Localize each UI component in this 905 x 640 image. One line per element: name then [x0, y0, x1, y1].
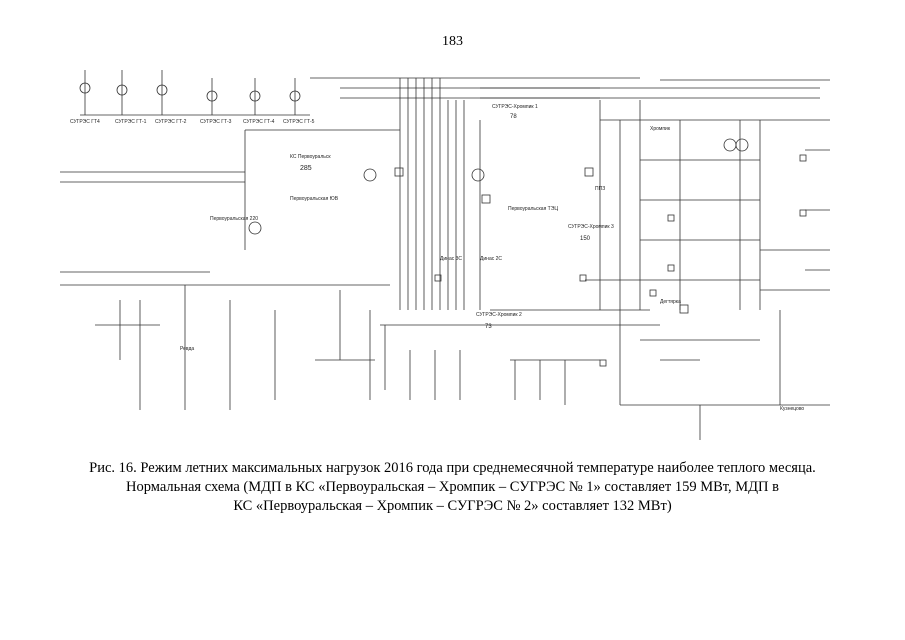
svg-text:285: 285	[300, 165, 312, 172]
svg-text:Динас 2С: Динас 2С	[480, 256, 502, 262]
svg-text:СУГРЭС ГТ-4: СУГРЭС ГТ-4	[243, 119, 275, 125]
svg-text:Дегтярка: Дегтярка	[660, 299, 681, 305]
svg-text:Динас 3С: Динас 3С	[440, 256, 462, 262]
svg-text:СУГРЭС ГТ4: СУГРЭС ГТ4	[70, 119, 100, 125]
svg-text:СУГРЭС-Хромпик 1: СУГРЭС-Хромпик 1	[492, 104, 538, 110]
svg-text:73: 73	[485, 324, 492, 330]
svg-text:Первоуральская ТЭЦ: Первоуральская ТЭЦ	[508, 206, 558, 212]
page-number: 183	[442, 34, 463, 49]
svg-text:СУГРЭС-Хромпик 2: СУГРЭС-Хромпик 2	[476, 312, 522, 318]
svg-text:КС Первоуральск: КС Первоуральск	[290, 154, 331, 160]
svg-text:СУГРЭС ГТ-1: СУГРЭС ГТ-1	[115, 119, 147, 125]
caption-line-1: Рис. 16. Режим летних максимальных нагру…	[89, 460, 816, 476]
svg-text:Ревда: Ревда	[180, 346, 194, 352]
caption-line-2: Нормальная схема (МДП в КС «Первоуральск…	[126, 479, 779, 495]
svg-text:СУГРЭС ГТ-5: СУГРЭС ГТ-5	[283, 119, 315, 125]
svg-text:150: 150	[580, 236, 591, 242]
svg-text:Первоуральская ЮВ: Первоуральская ЮВ	[290, 196, 339, 202]
svg-text:78: 78	[510, 114, 517, 120]
svg-text:Первоуральская 220: Первоуральская 220	[210, 216, 258, 222]
svg-text:Кузнецово: Кузнецово	[780, 406, 804, 412]
svg-text:ППЗ: ППЗ	[595, 186, 605, 192]
svg-text:СУГРЭС-Хромпик 3: СУГРЭС-Хромпик 3	[568, 224, 614, 230]
svg-text:Хромпик: Хромпик	[650, 126, 671, 132]
caption-line-3: КС «Первоуральская – Хромпик – СУГРЭС № …	[233, 498, 672, 514]
svg-text:СУГРЭС ГТ-3: СУГРЭС ГТ-3	[200, 119, 232, 125]
figure-caption: Рис. 16. Режим летних максимальных нагру…	[40, 459, 865, 516]
power-grid-schema: СУГРЭС ГТ4 СУГРЭС ГТ-1 СУГРЭС ГТ-2 СУГРЭ…	[60, 70, 830, 440]
svg-text:СУГРЭС ГТ-2: СУГРЭС ГТ-2	[155, 119, 187, 125]
